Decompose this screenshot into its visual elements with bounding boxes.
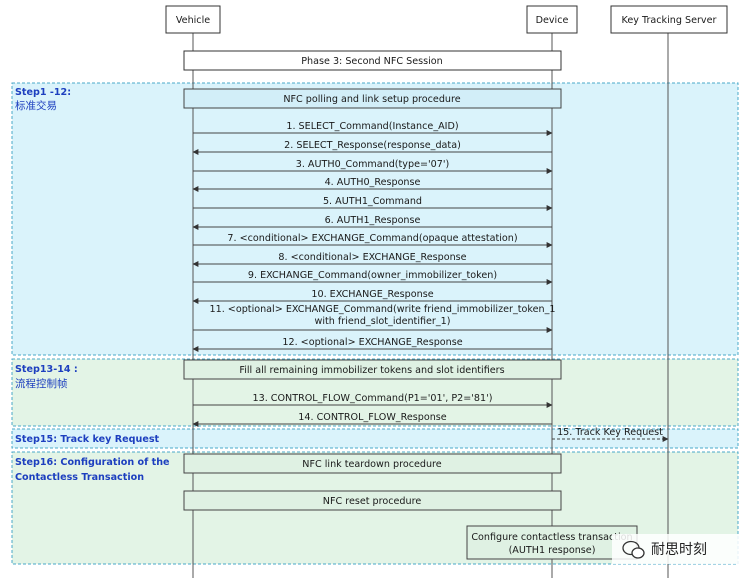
step16-title-line2: Contactless Transaction <box>15 472 144 483</box>
note-configure-line2: (AUTH1 response) <box>509 545 596 556</box>
step-region-standard-transaction <box>11 82 739 356</box>
step16-title-line1: Step16: Configuration of the <box>15 457 170 468</box>
step13-title: Step13-14 : <box>15 364 78 375</box>
note-teardown: NFC link teardown procedure <box>183 453 562 474</box>
participant-server: Key Tracking Server <box>610 5 728 34</box>
phase-title-box: Phase 3: Second NFC Session <box>183 50 562 71</box>
note-fill-tokens: Fill all remaining immobilizer tokens an… <box>183 359 562 380</box>
note-teardown-text: NFC link teardown procedure <box>302 459 441 470</box>
phase-title: Phase 3: Second NFC Session <box>301 56 443 67</box>
message-label-5: 5. AUTH1_Command <box>323 196 422 207</box>
step15-title: Step15: Track key Request <box>15 434 160 445</box>
message-label-13: 13. CONTROL_FLOW_Command(P1='01', P2='81… <box>252 393 492 404</box>
participant-vehicle-label: Vehicle <box>176 15 210 26</box>
step1-subtitle: 标准交易 <box>15 99 57 112</box>
note-configure-line1: Configure contactless transaction <box>471 532 632 543</box>
message-label-11: 11. <optional> EXCHANGE_Command(write fr… <box>210 304 556 315</box>
note-reset: NFC reset procedure <box>183 490 562 511</box>
message-label-2: 2. SELECT_Response(response_data) <box>284 140 461 151</box>
step1-title: Step1 -12: <box>15 87 71 98</box>
message-label-10: 10. EXCHANGE_Response <box>311 289 433 300</box>
message-label-1: 1. SELECT_Command(Instance_AID) <box>286 121 458 132</box>
message-label-4: 4. AUTH0_Response <box>325 177 421 188</box>
participant-server-label: Key Tracking Server <box>622 15 717 26</box>
participant-vehicle: Vehicle <box>165 5 221 34</box>
note-reset-text: NFC reset procedure <box>323 496 422 507</box>
message-label-14: 14. CONTROL_FLOW_Response <box>298 412 446 423</box>
participant-device-label: Device <box>536 15 569 26</box>
step13-subtitle: 流程控制帧 <box>15 377 68 390</box>
message-label-7: 7. <conditional> EXCHANGE_Command(opaque… <box>227 233 517 244</box>
note-configure: Configure contactless transaction (AUTH1… <box>466 525 638 560</box>
message-label-6: 6. AUTH1_Response <box>325 215 421 226</box>
message-label-12: 12. <optional> EXCHANGE_Response <box>282 337 462 348</box>
message-label-3: 3. AUTH0_Command(type='07') <box>296 159 450 170</box>
message-label-9: 9. EXCHANGE_Command(owner_immobilizer_to… <box>248 270 497 281</box>
message-label-11-line2: with friend_slot_identifier_1) <box>314 316 450 327</box>
message-label-15: 15. Track Key Request <box>557 427 663 438</box>
watermark: 耐思时刻 <box>612 534 742 564</box>
note-polling: NFC polling and link setup procedure <box>183 88 562 109</box>
message-label-8: 8. <conditional> EXCHANGE_Response <box>278 252 466 263</box>
watermark-text: 耐思时刻 <box>651 542 707 558</box>
wechat-icon <box>622 540 645 559</box>
message-layer: 1. SELECT_Command(Instance_AID) 2. SELECT… <box>192 121 669 442</box>
note-polling-text: NFC polling and link setup procedure <box>283 94 460 105</box>
note-fill-text: Fill all remaining immobilizer tokens an… <box>239 365 504 376</box>
participant-device: Device <box>526 5 578 34</box>
